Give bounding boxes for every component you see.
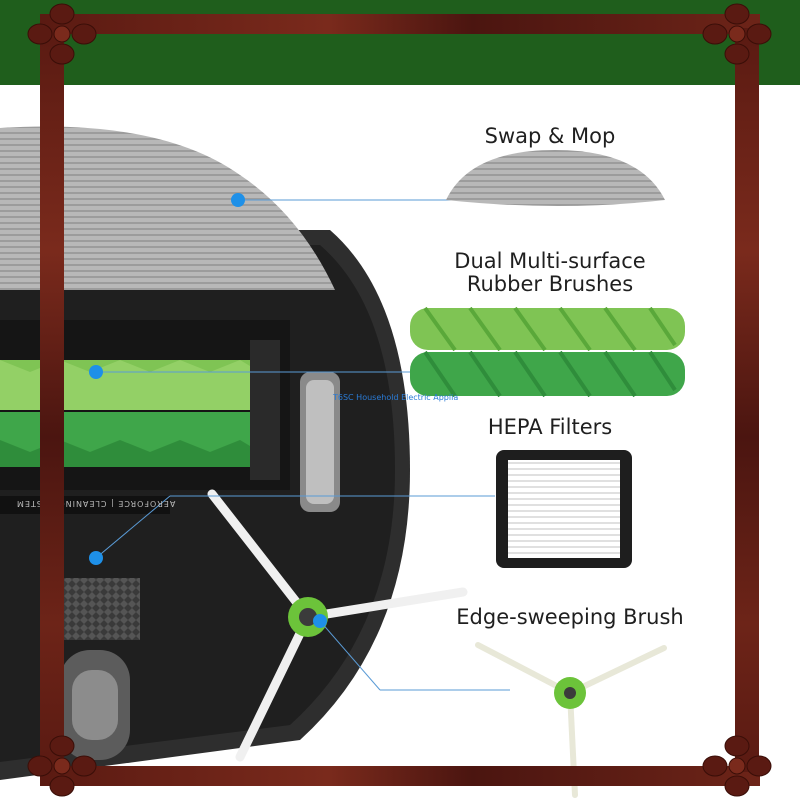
frame-bottom-bar bbox=[40, 766, 760, 786]
label-dual-brushes-line1: Dual Multi-surface bbox=[454, 249, 646, 273]
callout-dot-edge-brush bbox=[313, 614, 327, 628]
frame-left-bar bbox=[40, 28, 64, 772]
corner-ornament-top-right bbox=[702, 3, 772, 65]
robot-vent bbox=[62, 578, 140, 640]
corner-ornament-top-left bbox=[27, 3, 97, 65]
frame-top-bar bbox=[40, 14, 760, 34]
callout-lines bbox=[95, 199, 510, 691]
callout-dot-mop bbox=[231, 193, 245, 207]
watermark-text: T6SC Household Electric Applia bbox=[333, 393, 459, 402]
hepa-filter-product bbox=[496, 450, 632, 568]
robot-lower-brush bbox=[0, 412, 250, 467]
label-swap-mop: Swap & Mop bbox=[484, 124, 616, 148]
robot-upper-brush bbox=[0, 360, 250, 410]
corner-ornament-bottom-right bbox=[702, 735, 772, 797]
callout-dot-brushes bbox=[89, 365, 103, 379]
label-edge-sweeping-brush: Edge-sweeping Brush bbox=[456, 605, 684, 629]
rubber-brushes-product bbox=[410, 306, 685, 398]
robot-mop-pad bbox=[0, 126, 335, 290]
callout-dot-filter bbox=[89, 551, 103, 565]
label-hepa-filters: HEPA Filters bbox=[487, 415, 613, 439]
frame-right-bar bbox=[735, 28, 759, 772]
mop-pad-product bbox=[446, 150, 665, 206]
corner-ornament-bottom-left bbox=[27, 735, 97, 797]
label-dual-brushes-line2: Rubber Brushes bbox=[466, 272, 634, 296]
